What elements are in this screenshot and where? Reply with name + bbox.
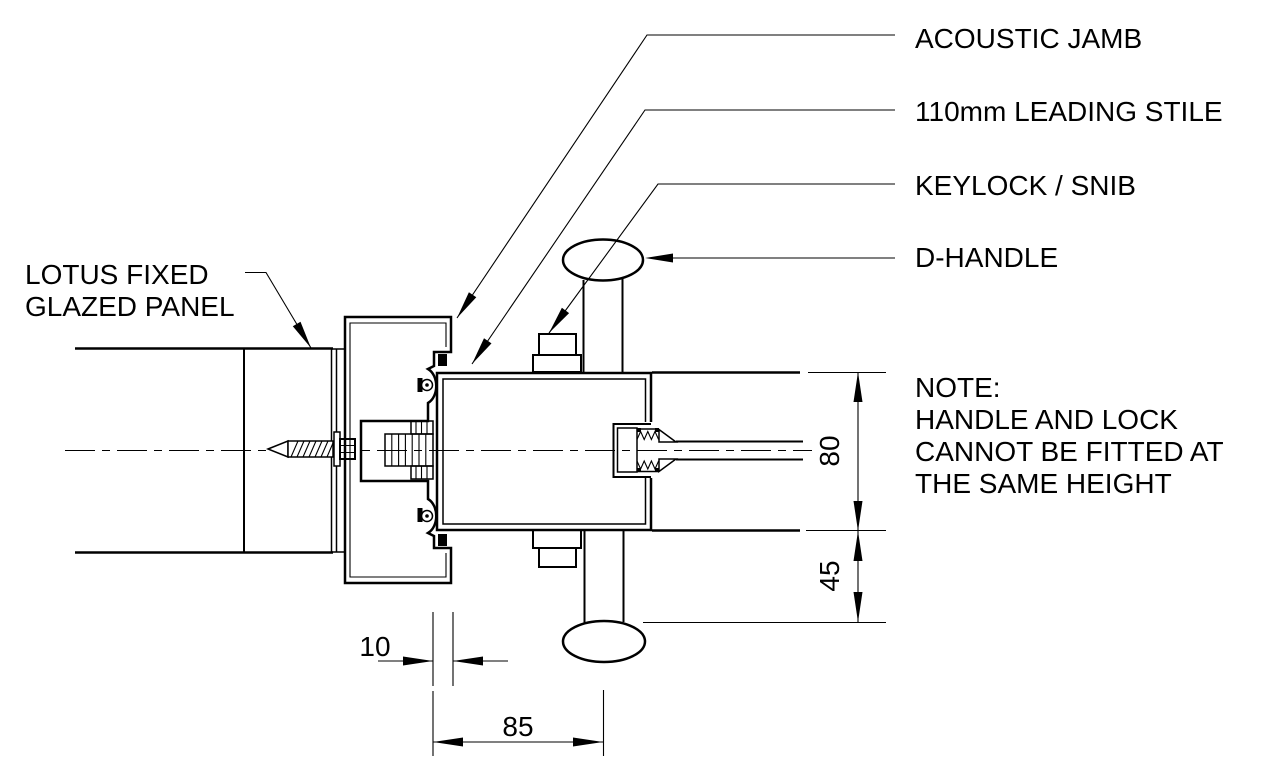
keylock-bottom	[532, 529, 582, 568]
note-block: NOTE: HANDLE AND LOCK CANNOT BE FITTED A…	[915, 372, 1224, 499]
leader-keylock	[548, 183, 895, 334]
leader-lines	[245, 34, 895, 365]
note-line2: CANNOT BE FITTED AT	[915, 436, 1224, 467]
arrowhead-acoustic-jamb	[457, 292, 477, 318]
label-fixed-panel-line1: LOTUS FIXED	[25, 259, 209, 290]
label-fixed-panel-line2: GLAZED PANEL	[25, 291, 235, 322]
dim-text-80: 80	[814, 435, 845, 466]
dimension-10: 10	[359, 612, 508, 686]
label-d-handle: D-HANDLE	[915, 242, 1058, 273]
label-acoustic-jamb: ACOUSTIC JAMB	[915, 23, 1142, 54]
leading-stile	[435, 371, 653, 532]
note-line1: HANDLE AND LOCK	[915, 404, 1178, 435]
dimension-85: 85	[432, 690, 605, 756]
dim-text-45: 45	[814, 560, 845, 591]
dim-text-10: 10	[359, 631, 390, 662]
gasket-seal-bottom	[438, 534, 447, 546]
dim-text-85: 85	[502, 711, 533, 742]
label-leading-stile: 110mm LEADING STILE	[915, 96, 1223, 127]
screw-fastener	[265, 431, 356, 467]
spindle-rod	[676, 440, 803, 461]
arrowhead-keylock	[549, 307, 570, 333]
note-line3: THE SAME HEIGHT	[915, 468, 1172, 499]
arrowhead-d-handle	[645, 253, 673, 263]
leader-leading-stile	[471, 109, 895, 365]
dimension-80-45: 80 45	[643, 371, 886, 624]
door-leaf-edges	[652, 371, 800, 532]
interlock-comb	[384, 420, 434, 480]
leader-fixed-panel	[245, 271, 312, 349]
note-heading: NOTE:	[915, 372, 1001, 403]
keylock-top	[532, 333, 582, 373]
arrowhead-leading-stile	[472, 338, 492, 364]
leader-acoustic-jamb	[456, 34, 895, 319]
gasket-seal-top	[438, 354, 447, 366]
d-handle-bottom	[561, 531, 647, 664]
latch-assembly	[612, 423, 803, 478]
arrowhead-fixed-panel	[292, 321, 311, 348]
acoustic-jamb-profile	[343, 315, 453, 585]
label-keylock-snib: KEYLOCK / SNIB	[915, 170, 1136, 201]
